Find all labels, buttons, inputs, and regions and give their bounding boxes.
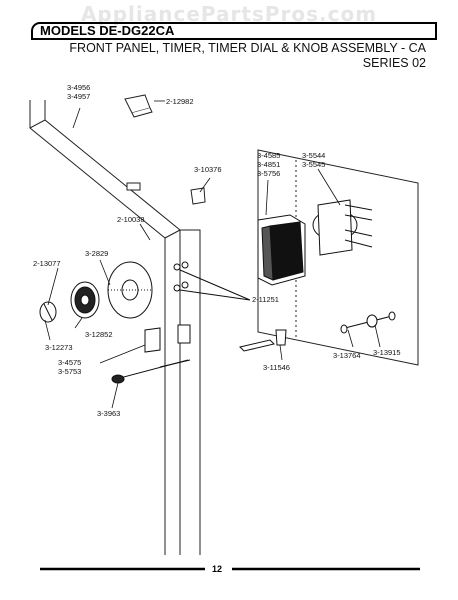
page-number: 12	[212, 564, 223, 574]
label-3-3963: 3-3963	[97, 409, 120, 418]
label-3-13764: 3-13764	[333, 351, 361, 360]
label-2-11251: 2-11251	[252, 295, 279, 304]
label-3-4957: 3-4957	[67, 92, 90, 101]
rod-3963	[111, 359, 191, 384]
knob-gear	[70, 281, 100, 319]
label-3-5753: 3-5753	[58, 367, 81, 376]
label-3-4575: 3-4575	[58, 358, 81, 367]
label-2-12982: 2-12982	[166, 97, 194, 106]
timer-dial	[107, 261, 153, 319]
label-3-4585: 3-4585	[257, 151, 280, 160]
clip-part-12982	[124, 94, 153, 118]
connector-11546	[239, 329, 287, 352]
model-header-box	[31, 22, 437, 40]
label-2-13077: 2-13077	[33, 259, 61, 268]
label-3-12273: 3-12273	[45, 343, 73, 352]
label-3-2829: 3-2829	[85, 249, 108, 258]
leader-lines	[44, 100, 381, 409]
clip-part-10376	[190, 187, 206, 205]
timer-motor	[257, 199, 373, 286]
label-3-4851: 3-4851	[257, 160, 280, 169]
series-label: SERIES 02	[362, 56, 426, 70]
knob	[39, 301, 57, 323]
label-3-11546: 3-11546	[263, 363, 290, 372]
screws-11251	[173, 261, 251, 301]
assembly-title: FRONT PANEL, TIMER, TIMER DIAL & KNOB AS…	[69, 41, 426, 55]
front-panel	[29, 100, 166, 555]
bolt-13764	[340, 311, 396, 334]
label-3-4956: 3-4956	[67, 83, 90, 92]
label-3-5544: 3-5544	[302, 151, 325, 160]
model-title: MODELS DE-DG22CA	[40, 23, 175, 38]
label-3-5545: 3-5545	[302, 160, 325, 169]
push-switch	[144, 324, 191, 353]
label-2-10038: 2-10038	[117, 215, 145, 224]
label-3-5756: 3-5756	[257, 169, 280, 178]
label-3-13915: 3-13915	[373, 348, 401, 357]
label-3-10376: 3-10376	[194, 165, 222, 174]
label-3-12852: 3-12852	[85, 330, 113, 339]
